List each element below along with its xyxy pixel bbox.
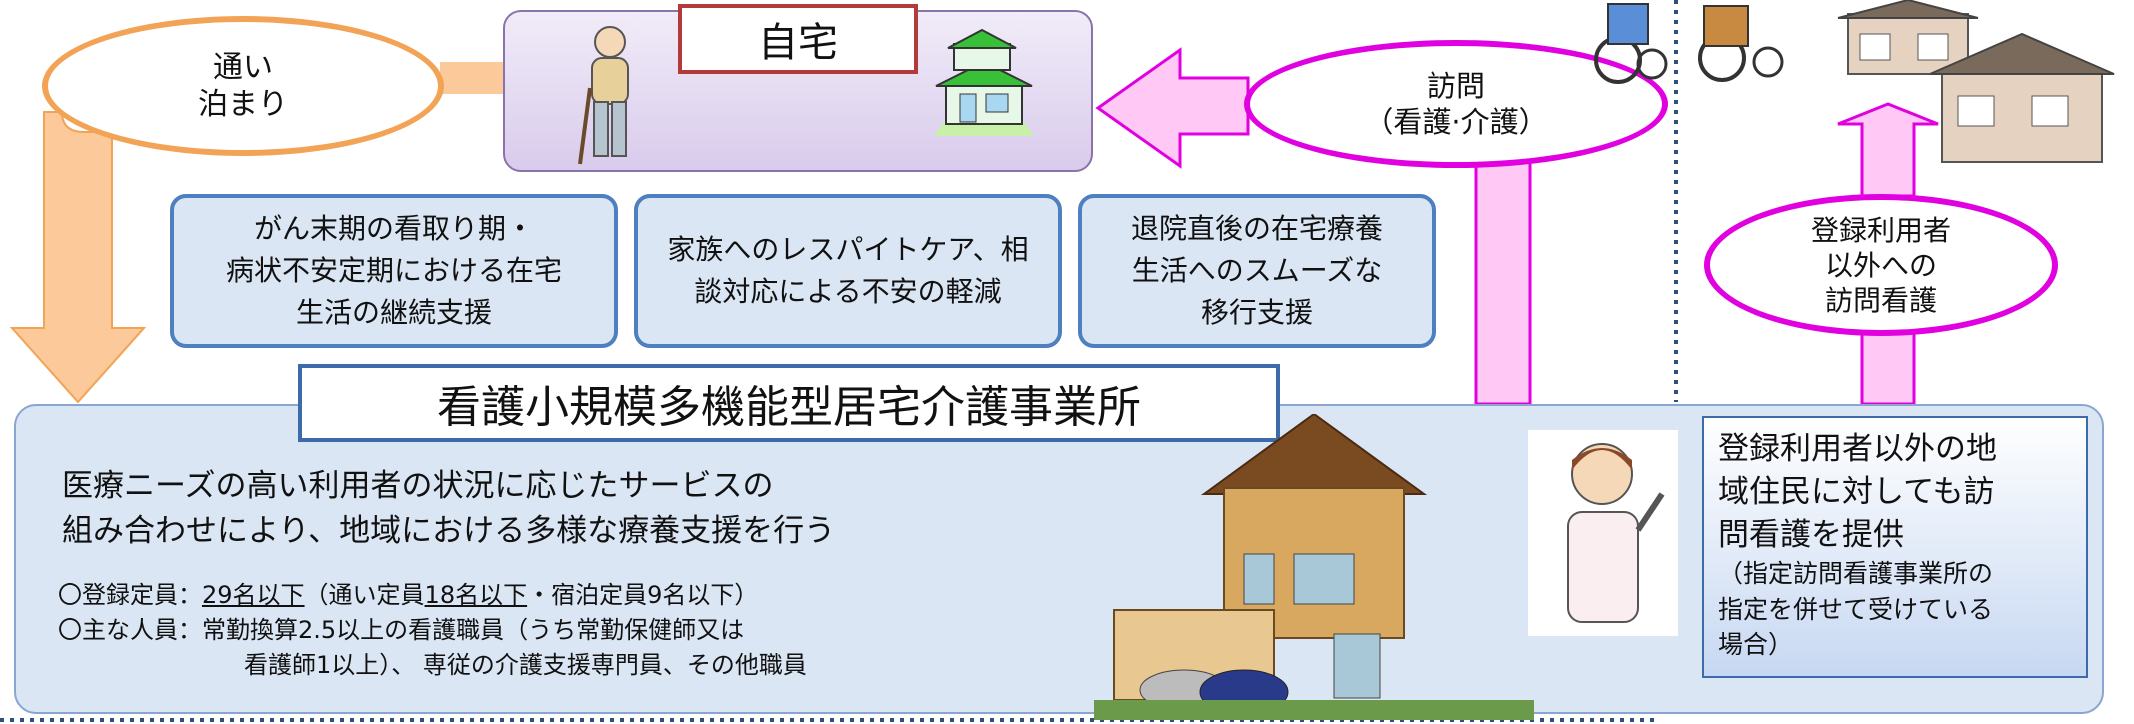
day-stay-line1: 通い bbox=[213, 49, 273, 85]
feature-2-line1: 家族へのレスパイトケア、相 bbox=[667, 233, 1029, 266]
staff-line2: 看護師1以上）、 専従の介護支援専門員、その他職員 bbox=[244, 650, 807, 679]
side-sub-line2: 指定を併せて受けている bbox=[1718, 594, 1994, 624]
feature-1-line3: 生活の継続支援 bbox=[295, 296, 492, 329]
feature-family-respite: 家族へのレスパイトケア、相談対応による不安の軽減 bbox=[634, 194, 1062, 348]
feature-3-line2: 生活へのスムーズな bbox=[1131, 254, 1383, 287]
facility-building-illustration bbox=[1094, 414, 1534, 720]
staff-line1: 〇主な人員：常勤換算2.5以上の看護職員（うち常勤保健師又は bbox=[58, 615, 745, 644]
side-main-line1: 登録利用者以外の地 bbox=[1718, 431, 1997, 467]
capacity-suffix: ・宿泊定員9名以下） bbox=[527, 581, 759, 609]
side-sub-line1: （指定訪問看護事業所の bbox=[1718, 559, 1994, 589]
capacity-day-value: 18名以下 bbox=[424, 581, 528, 609]
elderly-man-illustration bbox=[578, 26, 629, 165]
feature-1-line2: 病状不安定期における在宅 bbox=[225, 254, 562, 287]
side-sub-line3: 場合） bbox=[1718, 630, 1794, 660]
visit-line2: （看護·介護） bbox=[1364, 105, 1548, 139]
feature-2-line2: 談対応による不安の軽減 bbox=[694, 275, 1002, 308]
feature-end-of-life-support: がん末期の看取り期・病状不安定期における在宅生活の継続支援 bbox=[170, 194, 618, 348]
capacity-line: 〇登録定員：29名以下（通い定員18名以下・宿泊定員9名以下） bbox=[58, 578, 807, 613]
facility-description: 医療ニーズの高い利用者の状況に応じたサービスの 組み合わせにより、地域における多… bbox=[62, 464, 835, 554]
neighborhood-houses-illustration bbox=[1837, 0, 2115, 163]
side-main-line2: 域住民に対しても訪 bbox=[1718, 473, 1995, 510]
visit-line1: 訪問 bbox=[1426, 68, 1485, 103]
capacity-prefix: 〇登録定員： bbox=[58, 581, 202, 609]
facility-requirements: 〇登録定員：29名以下（通い定員18名以下・宿泊定員9名以下） 〇主な人員：常勤… bbox=[58, 578, 807, 682]
non-registered-visit-box: 登録利用者以外の地 域住民に対しても訪 問看護を提供 （指定訪問看護事業所の 指… bbox=[1702, 416, 2088, 678]
home-title: 自宅 bbox=[678, 4, 918, 74]
capacity-value: 29名以下 bbox=[202, 581, 305, 609]
facility-desc-line1: 医療ニーズの高い利用者の状況に応じたサービスの bbox=[62, 468, 774, 504]
facility-title: 看護小規模多機能型居宅介護事業所 bbox=[298, 364, 1280, 442]
day-stay-bubble: 通い泊まり bbox=[42, 16, 444, 156]
orange-down-arrow bbox=[9, 111, 147, 404]
non-registered-visit-bubble: 登録利用者以外への訪問看護 bbox=[1704, 194, 2058, 336]
visit-vertical-connector bbox=[1474, 156, 1532, 406]
home-house-illustration bbox=[934, 28, 1034, 136]
right-bubble-line2: 以外への bbox=[1824, 248, 1937, 282]
wheelchair-users-illustration bbox=[1594, 3, 1784, 84]
right-bubble-line1: 登録利用者 bbox=[1810, 213, 1951, 247]
feature-3-line3: 移行支援 bbox=[1200, 296, 1313, 329]
orange-connector bbox=[440, 62, 506, 94]
feature-1-line1: がん末期の看取り期・ bbox=[253, 212, 534, 245]
visit-left-arrow bbox=[1095, 47, 1250, 169]
capacity-mid: （通い定員 bbox=[304, 581, 425, 609]
feature-discharge-transition: 退院直後の在宅療養生活へのスムーズな移行支援 bbox=[1078, 194, 1436, 348]
right-up-arrow bbox=[1837, 102, 1939, 198]
day-stay-line2: 泊まり bbox=[198, 87, 288, 122]
facility-desc-line2: 組み合わせにより、地域における多様な療養支援を行う bbox=[62, 512, 836, 549]
right-bubble-line3: 訪問看護 bbox=[1824, 283, 1937, 317]
side-main-line3: 問看護を提供 bbox=[1718, 516, 1904, 553]
nurse-illustration bbox=[1528, 430, 1678, 636]
feature-3-line1: 退院直後の在宅療養 bbox=[1130, 212, 1383, 245]
